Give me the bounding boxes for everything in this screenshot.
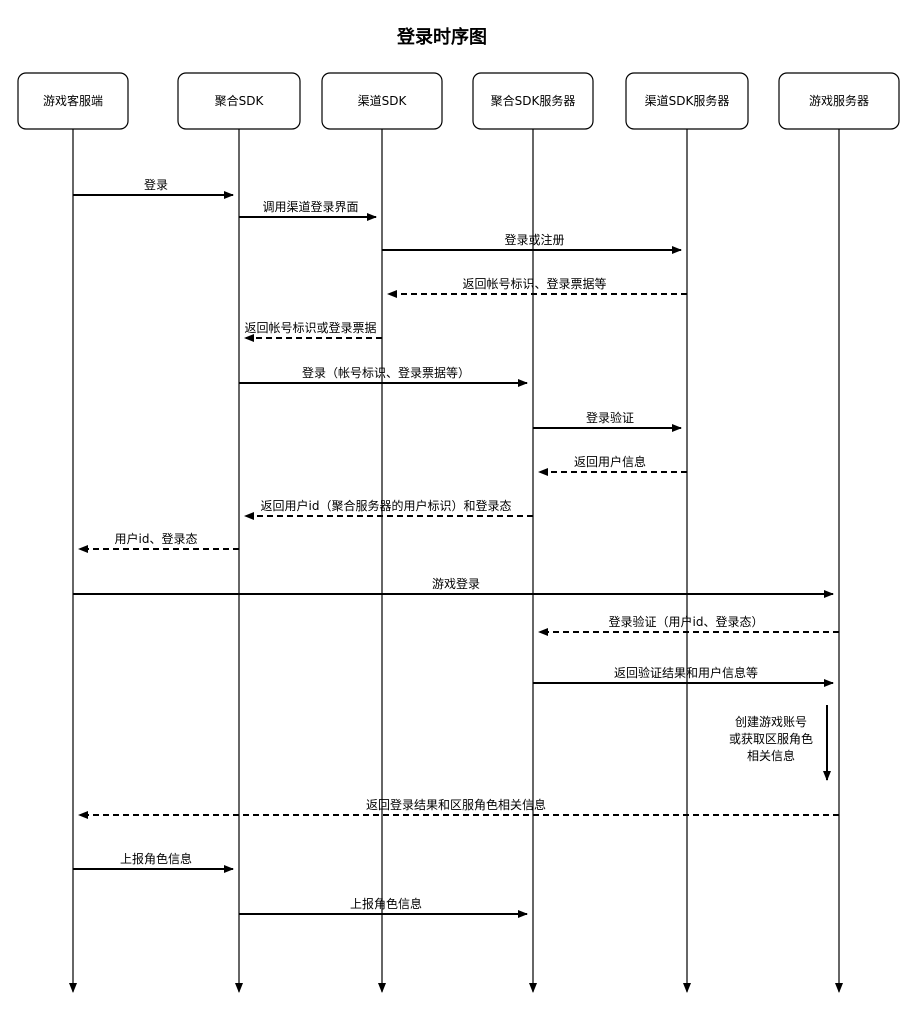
participant-box-agg_sdk	[177, 72, 301, 130]
message-label-3: 返回帐号标识、登录票据等	[462, 276, 606, 291]
message-label-7: 返回用户信息	[574, 454, 646, 469]
participant-label-agg_server: 聚合SDK服务器	[491, 93, 576, 108]
message-label-2: 登录或注册	[504, 232, 564, 247]
message-label-16: 上报角色信息	[350, 896, 422, 911]
participant-label-agg_sdk: 聚合SDK	[215, 93, 265, 108]
participant-box-agg_server	[472, 72, 594, 130]
messages: 登录调用渠道登录界面登录或注册返回帐号标识、登录票据等返回帐号标识或登录票据登录…	[73, 177, 839, 918]
participant-label-ch_sdk: 渠道SDK	[358, 94, 408, 108]
message-label-10: 游戏登录	[432, 576, 480, 591]
participant-box-client	[17, 72, 129, 130]
participant-box-ch_server	[625, 72, 749, 130]
participant-box-game_server	[778, 72, 900, 130]
participant-label-ch_server: 渠道SDK服务器	[645, 93, 730, 108]
participant-box-ch_sdk	[321, 72, 443, 130]
message-label-12: 返回验证结果和用户信息等	[614, 665, 758, 680]
participant-label-game_server: 游戏服务器	[809, 93, 869, 108]
participant-label-client: 游戏客服端	[43, 93, 103, 108]
message-label-0: 登录	[144, 177, 168, 192]
message-label-13: 创建游戏账号或获取区服角色相关信息	[729, 715, 813, 763]
message-label-8: 返回用户id（聚合服务器的用户标识）和登录态	[261, 498, 512, 513]
message-label-6: 登录验证	[586, 410, 634, 425]
message-label-5: 登录（帐号标识、登录票据等）	[302, 365, 470, 380]
participants: 游戏客服端 聚合SDK 渠道SDK 聚合SDK服务器 渠道SDK服务器 游戏服务器	[17, 72, 900, 130]
message-label-11: 登录验证（用户id、登录态）	[609, 614, 764, 629]
message-label-15: 上报角色信息	[120, 851, 192, 866]
diagram-title: 登录时序图	[396, 26, 487, 48]
message-label-14: 返回登录结果和区服角色相关信息	[366, 797, 546, 812]
lifelines	[69, 129, 843, 993]
message-label-4: 返回帐号标识或登录票据	[244, 320, 376, 335]
message-label-9: 用户id、登录态	[115, 531, 198, 546]
message-label-1: 调用渠道登录界面	[262, 199, 358, 214]
